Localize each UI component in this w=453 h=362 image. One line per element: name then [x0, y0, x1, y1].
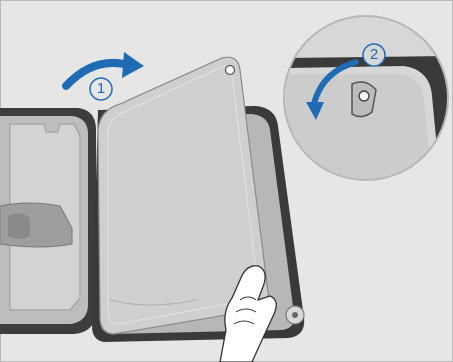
callout-clip-hole: [359, 91, 369, 101]
case-left-half: [0, 108, 96, 334]
step-1-number: 1: [91, 79, 111, 99]
zoom-callout-icon: [284, 16, 452, 180]
arrow-1-head: [122, 52, 144, 78]
lid-hole-icon: [226, 66, 235, 75]
step-2-number: 2: [364, 45, 384, 65]
case-left-buckle: [8, 213, 30, 239]
corner-clip-screw: [292, 312, 298, 318]
